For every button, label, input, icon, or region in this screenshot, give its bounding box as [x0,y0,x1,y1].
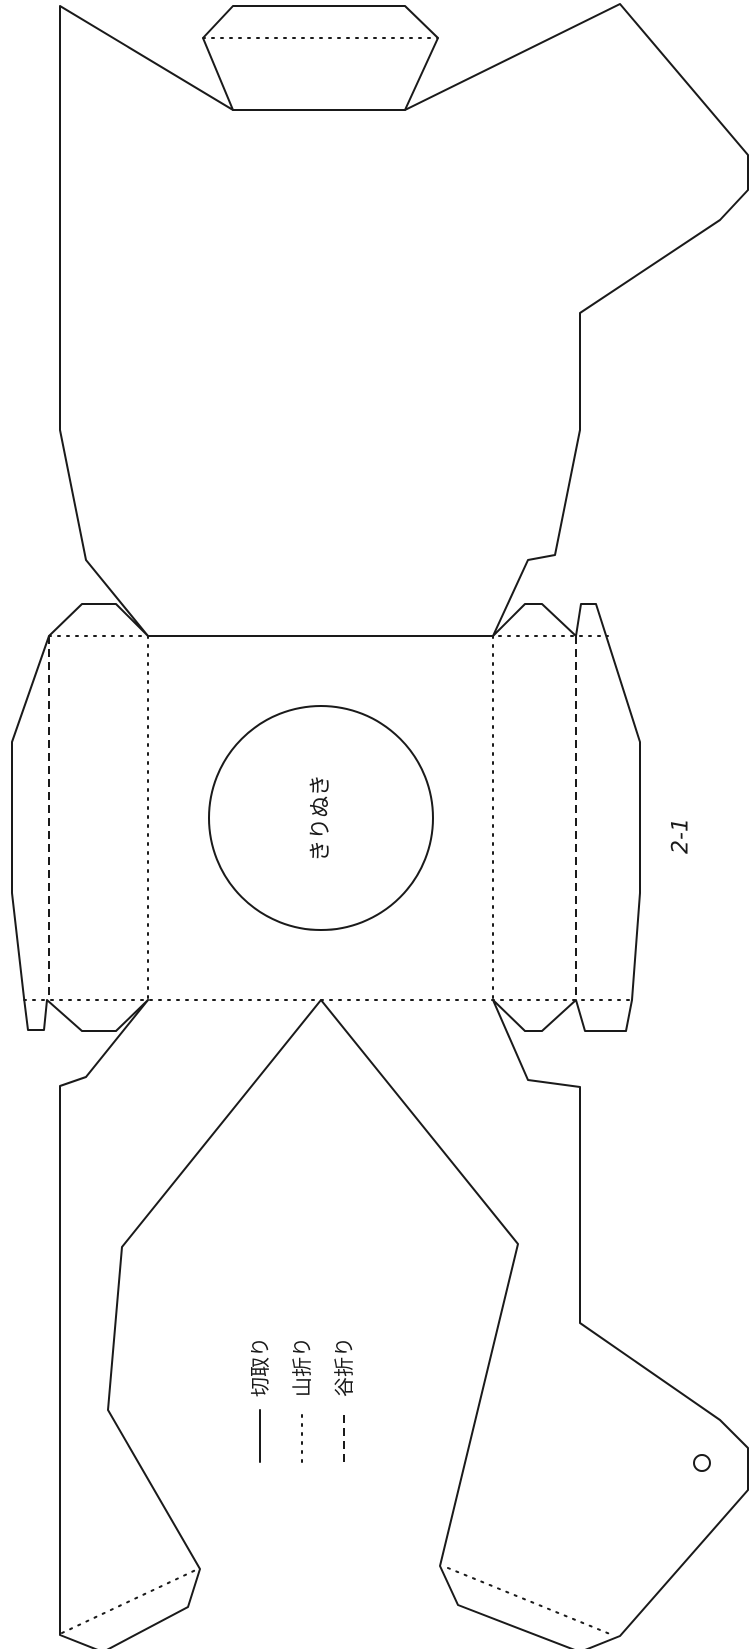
cutout-circle [208,705,434,931]
legend-valley-label: 谷折り [332,1337,356,1397]
eye-hole-circle [693,1454,711,1472]
left-foot-fold-mountain [61,1568,199,1634]
cutout-label: きりぬき [309,774,334,862]
top-tab-outline [202,5,439,111]
lower-right-head-outline [320,999,749,1649]
legend-mountain-label: 山折り [290,1337,314,1397]
head-tip-fold-mountain [447,1567,611,1635]
lower-left-leg-outline [59,999,322,1649]
upper-body-outline [59,3,749,637]
left-side-flap-outline [11,603,149,1032]
page-number: 2-1 [669,818,694,854]
right-side-flap-outline [492,603,641,1032]
legend: 切取り 山折り 谷折り [248,1337,356,1463]
legend-cut-label: 切取り [248,1337,272,1397]
